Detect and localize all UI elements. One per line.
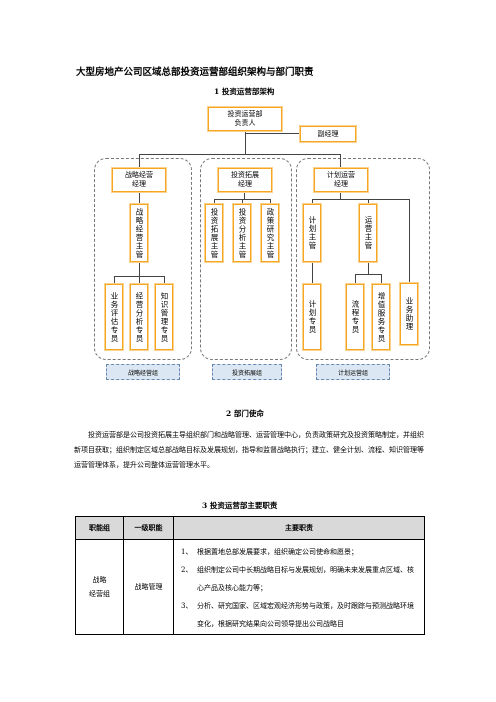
deputy-manager-box: 副经理 xyxy=(300,126,356,142)
manager-strategy-box: 战略经营 经理 xyxy=(112,168,166,192)
header-function: 一级职能 xyxy=(123,516,174,540)
manager-planning-box: 计划运营 经理 xyxy=(314,168,368,192)
specialist-process-box: 流程专员 xyxy=(346,284,364,350)
supervisor-investment-box: 投资拓展主管 xyxy=(205,204,223,262)
specialist-value-service-box: 增值服务专员 xyxy=(372,284,390,350)
group-container-strategy xyxy=(94,158,192,360)
section-2-heading: 2 部门使命 xyxy=(226,409,264,418)
dept-head-box: 投资运营部 负责人 xyxy=(208,107,282,131)
section-3-heading: 3 投资运营部主要职责 xyxy=(202,501,278,510)
specialist-evaluation-box: 业务评估专员 xyxy=(105,284,123,350)
duties-table: 职能组 一级职能 主要职责 战略 经营组 战略管理 1、根据置地总部发展要求，组… xyxy=(75,516,425,635)
manager-investment-box: 投资拓展 经理 xyxy=(218,168,272,192)
cell-function: 战略管理 xyxy=(123,539,174,635)
group-container-investment xyxy=(200,158,292,360)
group-label-planning: 计划运营组 xyxy=(316,364,390,380)
duty-item: 2、组织制定公司中长期战略目标与发展规划，明确未来发展重点区域、核心产品及核心能… xyxy=(181,566,414,592)
table-header-row: 职能组 一级职能 主要职责 xyxy=(75,516,425,540)
specialist-plan-box: 计划专员 xyxy=(303,284,321,350)
group-container-planning xyxy=(296,158,430,360)
specialist-analysis-box: 经营分析专员 xyxy=(130,284,148,350)
supervisor-operation-box: 运营主管 xyxy=(359,204,377,262)
business-assistant-box: 业务助理 xyxy=(400,283,418,345)
header-duties: 主要职责 xyxy=(173,516,425,540)
duty-item: 3、分析、研究国家、区域宏观经济形势与政策，及时跟踪与预测战略环境变化，根据研究… xyxy=(181,602,414,628)
supervisor-strategy-box: 战略经营主管 xyxy=(130,204,148,262)
mission-paragraph: 投资运营部是公司投资拓展主导组织部门和战略管理、运营管理中心，负责政策研究及投资… xyxy=(74,431,424,469)
cell-group: 战略 经营组 xyxy=(75,539,124,635)
group-label-strategy: 战略经营组 xyxy=(106,364,180,380)
table-row: 战略 经营组 战略管理 1、根据置地总部发展要求，组织确定公司使命和愿景； 2、… xyxy=(75,539,425,635)
group-label-investment: 投资拓展组 xyxy=(212,364,282,380)
specialist-knowledge-box: 知识管理专员 xyxy=(155,284,173,350)
cell-duties: 1、根据置地总部发展要求，组织确定公司使命和愿景； 2、组织制定公司中长期战略目… xyxy=(173,539,425,635)
supervisor-analysis-box: 投资分析主管 xyxy=(233,204,251,262)
header-group: 职能组 xyxy=(75,516,124,540)
supervisor-policy-box: 政策研究主管 xyxy=(261,204,279,262)
page-title: 大型房地产公司区域总部投资运营部组织架构与部门职责 xyxy=(76,67,314,78)
section-1-heading: 1 投资运营部架构 xyxy=(214,87,275,96)
duty-item: 1、根据置地总部发展要求，组织确定公司使命和愿景； xyxy=(181,548,358,556)
supervisor-plan-box: 计划主管 xyxy=(303,204,321,262)
